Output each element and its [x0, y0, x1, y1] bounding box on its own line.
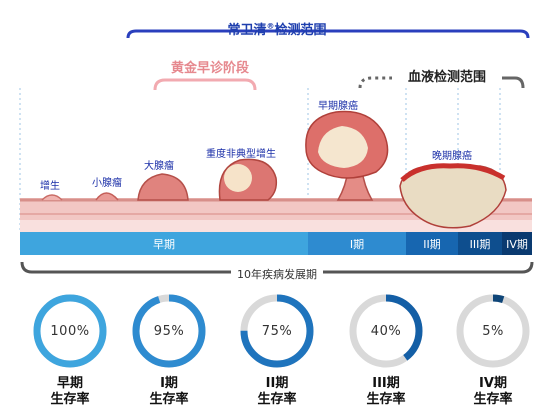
small-adenoma-lesion [95, 192, 119, 201]
caption-stage: I期 [160, 376, 178, 391]
label-hyperplasia: 增生 [40, 181, 60, 192]
hyperplasia-lesion [41, 194, 63, 201]
ring-progress [132, 294, 206, 368]
caption-stage: II期 [265, 376, 289, 391]
stage-4: IV期 [502, 232, 532, 255]
survival-value: 100% [50, 323, 90, 339]
survival-value: 95% [153, 323, 185, 339]
detection-range-bracket [126, 29, 530, 39]
caption-label: 生存率 [257, 392, 297, 407]
stage-2: II期 [406, 232, 458, 255]
ring-progress [456, 294, 530, 368]
label-severe-atypical: 重度非典型增生 [206, 149, 276, 160]
detection-range-title: 常卫清®检测范围 [227, 21, 327, 38]
survival-ring [240, 294, 314, 368]
ring-progress [33, 294, 107, 368]
label-small-adenoma: 小腺瘤 [92, 178, 122, 189]
caption-stage: 早期 [56, 376, 83, 391]
survival-caption: II期生存率 [232, 376, 322, 408]
caption-label: 生存率 [50, 392, 90, 407]
caption-label: 生存率 [149, 392, 189, 407]
caption-label: 生存率 [366, 392, 406, 407]
label-early-cancer: 早期腺癌 [318, 101, 358, 112]
survival-caption: I期生存率 [124, 376, 214, 408]
survival-ring [33, 294, 107, 368]
caption-stage: IV期 [479, 376, 507, 391]
caption-stage: III期 [372, 376, 400, 391]
caption-label: 生存率 [473, 392, 513, 407]
survival-caption: III期生存率 [341, 376, 431, 408]
survival-value: 40% [370, 323, 402, 339]
label-large-adenoma: 大腺瘤 [144, 161, 174, 172]
label-late-cancer: 晚期腺癌 [432, 151, 472, 162]
survival-ring [132, 294, 206, 368]
blood-range-title: 血液检测范围 [407, 70, 486, 85]
blood-range-bracket-solid [502, 76, 525, 89]
stage-bar: 早期 I期 II期 III期 IV期 [20, 232, 532, 255]
ring-progress [349, 294, 423, 368]
blood-range-bracket-dashed [358, 76, 392, 89]
large-adenoma-lesion [137, 173, 189, 201]
survival-caption: 早期生存率 [25, 376, 115, 408]
years-label: 10年疾病发展期 [0, 266, 554, 282]
survival-caption: IV期生存率 [448, 376, 538, 408]
golden-stage-bracket [153, 78, 257, 91]
stage-early: 早期 [20, 232, 308, 255]
survival-value: 5% [482, 323, 504, 339]
stage-3: III期 [458, 232, 502, 255]
golden-stage-title: 黄金早诊阶段 [170, 61, 249, 76]
survival-ring [349, 294, 423, 368]
stage-1: I期 [308, 232, 406, 255]
survival-value: 75% [261, 323, 293, 339]
ring-progress [240, 294, 314, 368]
survival-ring [456, 294, 530, 368]
